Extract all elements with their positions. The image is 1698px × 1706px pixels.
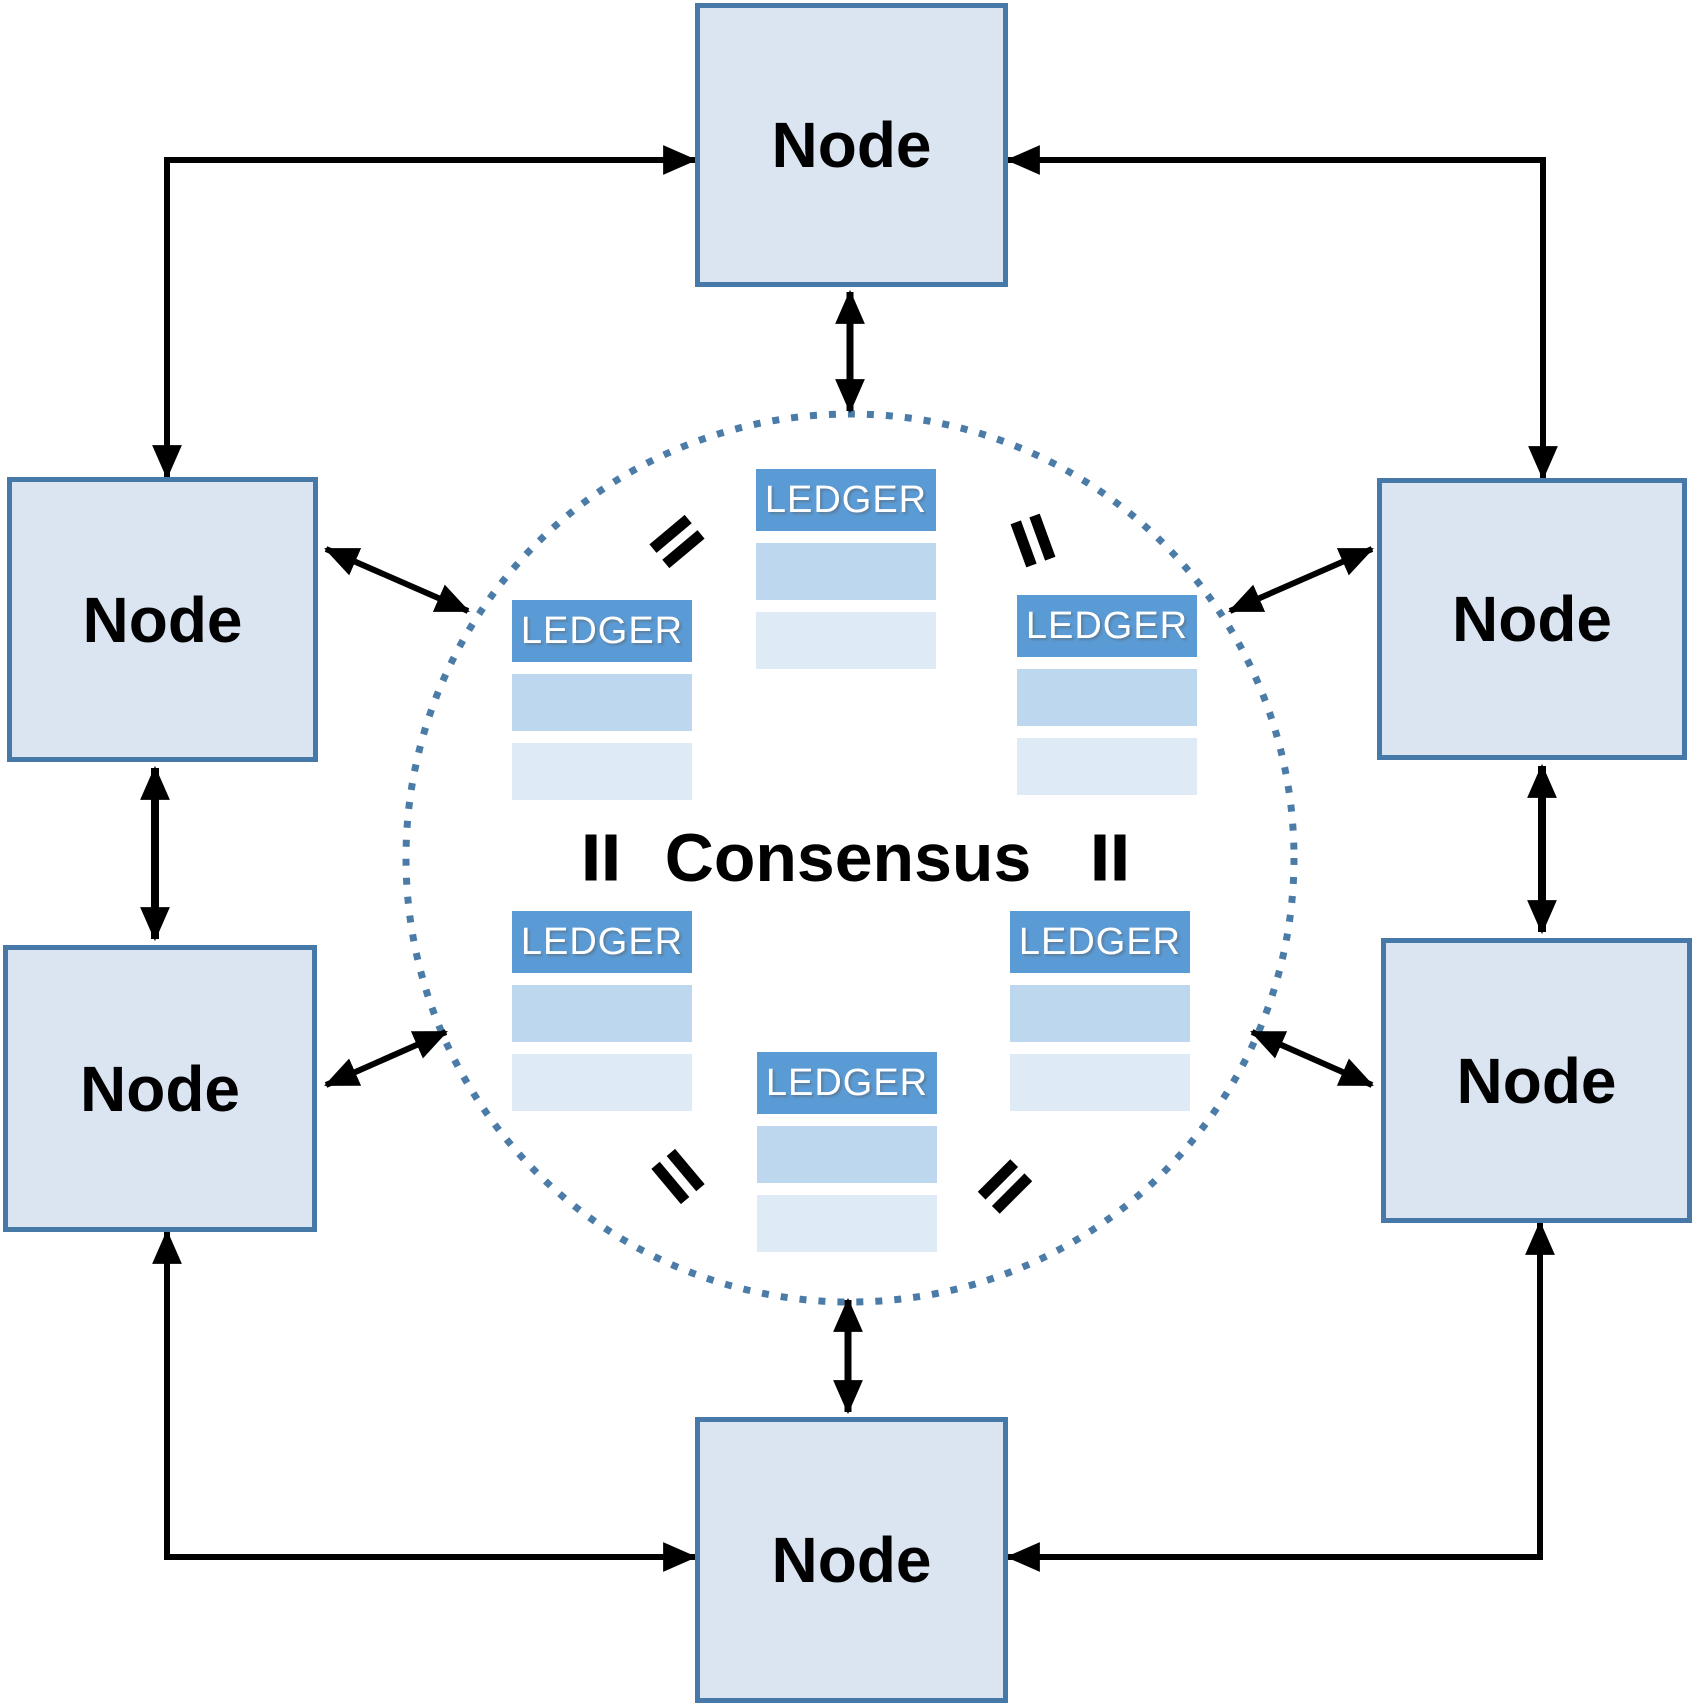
ledger-row <box>1010 985 1190 1042</box>
consensus-ring-icon <box>402 410 1298 1306</box>
ledger-row <box>512 674 692 731</box>
arrow-connector-top-right <box>1005 145 1558 481</box>
ledger-table-upper-left: LEDGER <box>512 600 692 800</box>
ledger-table-upper-right: LEDGER <box>1017 595 1197 795</box>
ledger-table-bottom: LEDGER <box>757 1052 937 1252</box>
ledger-row <box>756 543 936 600</box>
ledger-header: LEDGER <box>756 469 936 531</box>
arrow-left-lower-node-to-circle <box>324 1029 448 1088</box>
equals-icon <box>585 834 617 881</box>
arrow-right-lower-node-to-circle <box>1250 1029 1374 1088</box>
arrow-connector-top-left <box>152 145 698 480</box>
equals-bar <box>605 834 617 881</box>
ledger-row <box>1010 1054 1190 1111</box>
node-label: Node <box>1456 1044 1617 1117</box>
equals-bar <box>1114 834 1126 881</box>
node-left-lower: Node <box>3 945 317 1232</box>
node-left-upper: Node <box>7 477 318 762</box>
node-label: Node <box>80 1052 240 1125</box>
ledger-header: LEDGER <box>1010 911 1190 973</box>
ledger-table-lower-left: LEDGER <box>512 911 692 1111</box>
equals-bar <box>1094 834 1106 881</box>
ledger-header: LEDGER <box>512 911 692 973</box>
ledger-header: LEDGER <box>512 600 692 662</box>
ledger-row <box>757 1195 937 1252</box>
arrow-connector-bottom-right <box>1005 1220 1555 1572</box>
node-label: Node <box>82 583 243 656</box>
ledger-row <box>757 1126 937 1183</box>
ledger-table-top: LEDGER <box>756 469 936 669</box>
node-bottom: Node <box>695 1417 1008 1703</box>
arrow-connector-bottom-left <box>152 1229 698 1572</box>
ledger-row <box>756 612 936 669</box>
node-right-upper: Node <box>1377 478 1687 760</box>
node-label: Node <box>1452 583 1612 655</box>
ledger-row <box>512 743 692 800</box>
ledger-row <box>1017 669 1197 726</box>
equals-bar <box>585 834 597 881</box>
node-top: Node <box>695 3 1008 287</box>
ledger-header: LEDGER <box>1017 595 1197 657</box>
equals-icon <box>1094 834 1126 881</box>
ledger-row <box>512 985 692 1042</box>
ledger-header: LEDGER <box>757 1052 937 1114</box>
node-right-lower: Node <box>1381 938 1692 1223</box>
arrow-left-upper-node-to-circle <box>324 546 470 614</box>
ledger-table-lower-right: LEDGER <box>1010 911 1190 1111</box>
ledger-row <box>512 1054 692 1111</box>
ledger-row <box>1017 738 1197 795</box>
consensus-label: Consensus <box>664 820 1032 896</box>
node-label: Node <box>771 109 932 181</box>
arrow-right-upper-node-to-circle <box>1228 546 1374 614</box>
node-label: Node <box>771 1524 932 1596</box>
